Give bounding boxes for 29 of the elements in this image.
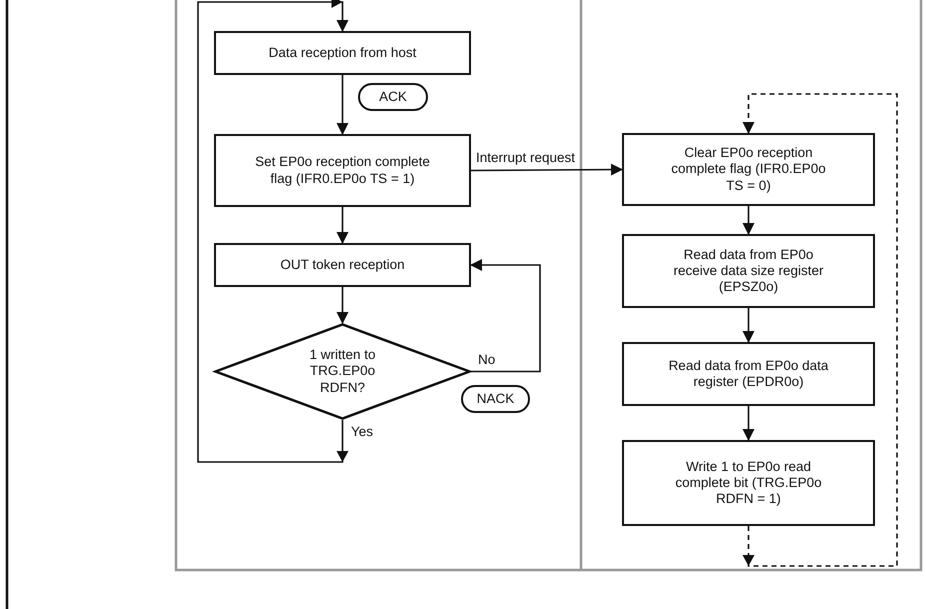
node-label: 1 written to TRG.EP0o RDFN? xyxy=(308,347,377,396)
node-label: Data reception from host xyxy=(268,44,416,62)
arrow xyxy=(197,0,348,463)
process-box xyxy=(622,342,875,406)
process-box xyxy=(214,243,471,287)
arrow xyxy=(742,308,754,343)
arrow xyxy=(336,287,348,324)
node-label: OUT token reception xyxy=(280,256,405,274)
node-label: Set EP0o reception complete flag (IFR0.EP0o TS = 1) xyxy=(254,154,431,187)
process-box xyxy=(214,31,471,75)
arrow xyxy=(336,207,348,244)
node-label: ACK xyxy=(379,88,407,106)
node-label: Write 1 to EP0o read complete bit (TRG.EP0o RDFN = 1) xyxy=(674,458,823,508)
node-label: Read data from EP0o data register (EPDR0o) xyxy=(668,358,830,390)
node-label: Read data from EP0o receive data size register (EPSZ0o) xyxy=(672,246,825,296)
arrow xyxy=(470,259,541,372)
process-box xyxy=(622,133,875,206)
arrow xyxy=(742,406,754,441)
process-box xyxy=(622,234,875,308)
decision-diamond xyxy=(214,323,471,420)
arrow xyxy=(336,75,348,135)
dashed-arrow xyxy=(742,93,898,567)
process-box xyxy=(214,134,471,207)
node-label: NACK xyxy=(476,390,514,408)
arrow xyxy=(471,164,623,176)
arrow xyxy=(742,206,754,235)
node-label: Clear EP0o reception complete flag (IFR0.EP0o TS = 0) xyxy=(670,145,827,194)
process-box xyxy=(622,440,875,526)
edge-label: Interrupt request xyxy=(475,150,576,166)
